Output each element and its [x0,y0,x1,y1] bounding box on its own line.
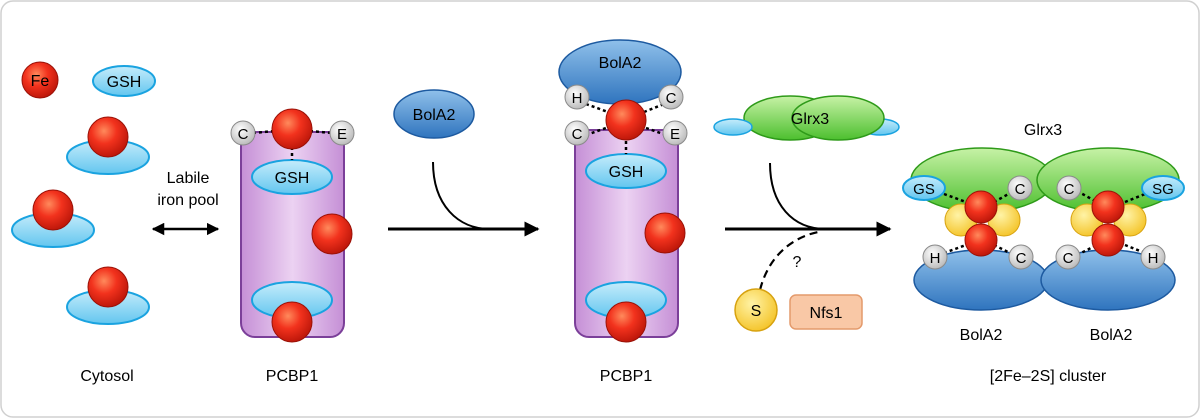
residue-c: C [238,126,249,143]
pcbp1-bola2-complex: BolA2 GSH H C C E [558,39,688,343]
residue-gs: GS [913,181,935,198]
sulfur-atom: S [734,288,778,332]
residue-sg: SG [1152,181,1174,198]
residue-c: C [572,126,583,143]
residue-c: C [1063,250,1074,267]
free-gsh: GSH [92,65,156,97]
sulfur-label: S [751,303,762,320]
gsh-label: GSH [107,74,142,91]
residue-c: C [1015,181,1026,198]
pcbp1-left-label: PCBP1 [266,368,319,385]
residue-c: C [1064,181,1075,198]
labile-label-line1: Labile [167,170,210,187]
fe2s2-cluster-complex: Glrx3 GS SG C C H C C H [902,122,1185,311]
free-iron: Fe [21,61,59,99]
question-mark: ? [793,254,802,271]
residue-c: C [1016,250,1027,267]
residue-h: H [1148,250,1159,267]
glrx3-free: Glrx3 [713,95,900,141]
cluster-label: [2Fe–2S] cluster [990,368,1107,385]
labile-iron-gsh-complex-2 [11,189,95,248]
bola2-right-label: BolA2 [1090,327,1133,344]
sulfur-dashed-path [758,230,819,291]
labile-iron-gsh-complex-3 [66,266,150,325]
glrx3-complex-label: Glrx3 [1024,122,1062,139]
residue-e: E [670,126,680,143]
fe-label: Fe [31,73,50,90]
residue-e: E [337,126,347,143]
pcbp1-protein-left: GSH C E [230,108,355,343]
bola2-free: BolA2 [393,89,475,139]
pcbp1-gsh-left-label: GSH [275,170,310,187]
glrx3-free-label: Glrx3 [791,111,829,128]
pcbp1-gsh-mid-label: GSH [609,164,644,181]
nfs1-box: Nfs1 [789,294,863,330]
bola2-free-label: BolA2 [413,107,456,124]
cytosol-label: Cytosol [80,368,133,385]
residue-h: H [572,90,583,107]
labile-iron-gsh-complex-1 [66,116,150,175]
residue-c: C [666,90,677,107]
bola2-left-label: BolA2 [960,327,1003,344]
residue-h: H [930,250,941,267]
pcbp1-mid-label: PCBP1 [600,368,653,385]
labile-label-line2: iron pool [157,192,218,209]
nfs1-label: Nfs1 [810,305,843,322]
bola2-bound-label: BolA2 [599,55,642,72]
